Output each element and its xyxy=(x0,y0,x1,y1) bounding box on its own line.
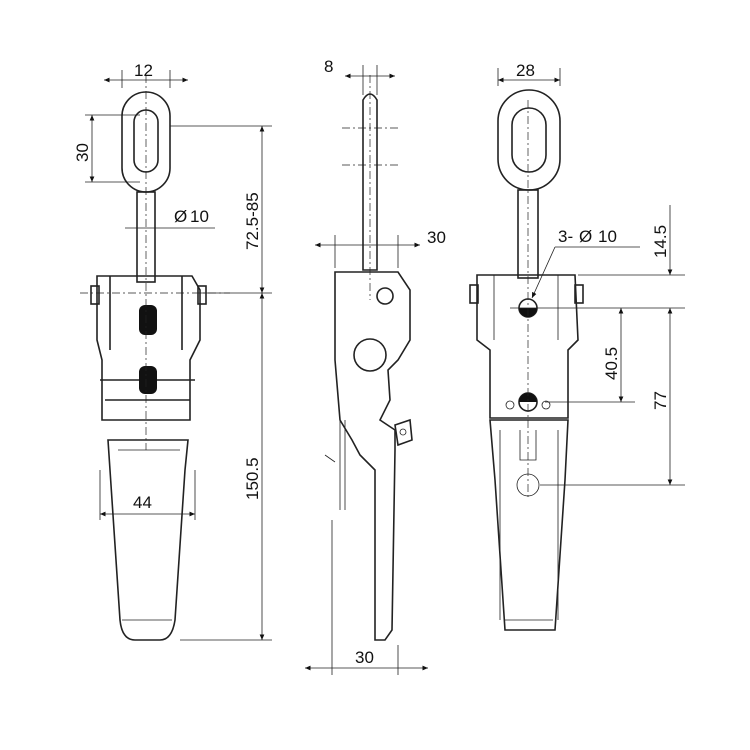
dim-rod-dia-symbol: Ø xyxy=(174,207,187,226)
dim-hole-spacing: 40.5 xyxy=(602,347,621,380)
dim-hole-dia: 10 xyxy=(598,227,617,246)
rear-view: 28 3- Ø 10 14.5 40.5 77 xyxy=(469,61,685,631)
dim-reach: 72.5-85 xyxy=(243,192,262,250)
dim-total-spacing: 77 xyxy=(651,391,670,410)
dim-head-offset: 30 xyxy=(427,228,446,247)
dim-body-length: 150.5 xyxy=(243,457,262,500)
dim-holes-count: 3- xyxy=(558,227,573,246)
dim-handle-width: 44 xyxy=(133,493,152,512)
front-view: 12 30 Ø 10 72.5-85 150.5 44 xyxy=(73,61,272,641)
dim-rod-thickness: 8 xyxy=(324,57,333,76)
dim-base-width: 30 xyxy=(355,648,374,667)
dim-rod-dia: 10 xyxy=(190,207,209,226)
dim-hole-dia-symbol: Ø xyxy=(579,227,592,246)
dim-loop-width: 28 xyxy=(516,61,535,80)
dim-loop-height: 30 xyxy=(73,143,92,162)
dim-top-offset: 14.5 xyxy=(651,225,670,258)
dim-width-top: 12 xyxy=(134,61,153,80)
side-view: 8 30 30 xyxy=(305,57,446,675)
